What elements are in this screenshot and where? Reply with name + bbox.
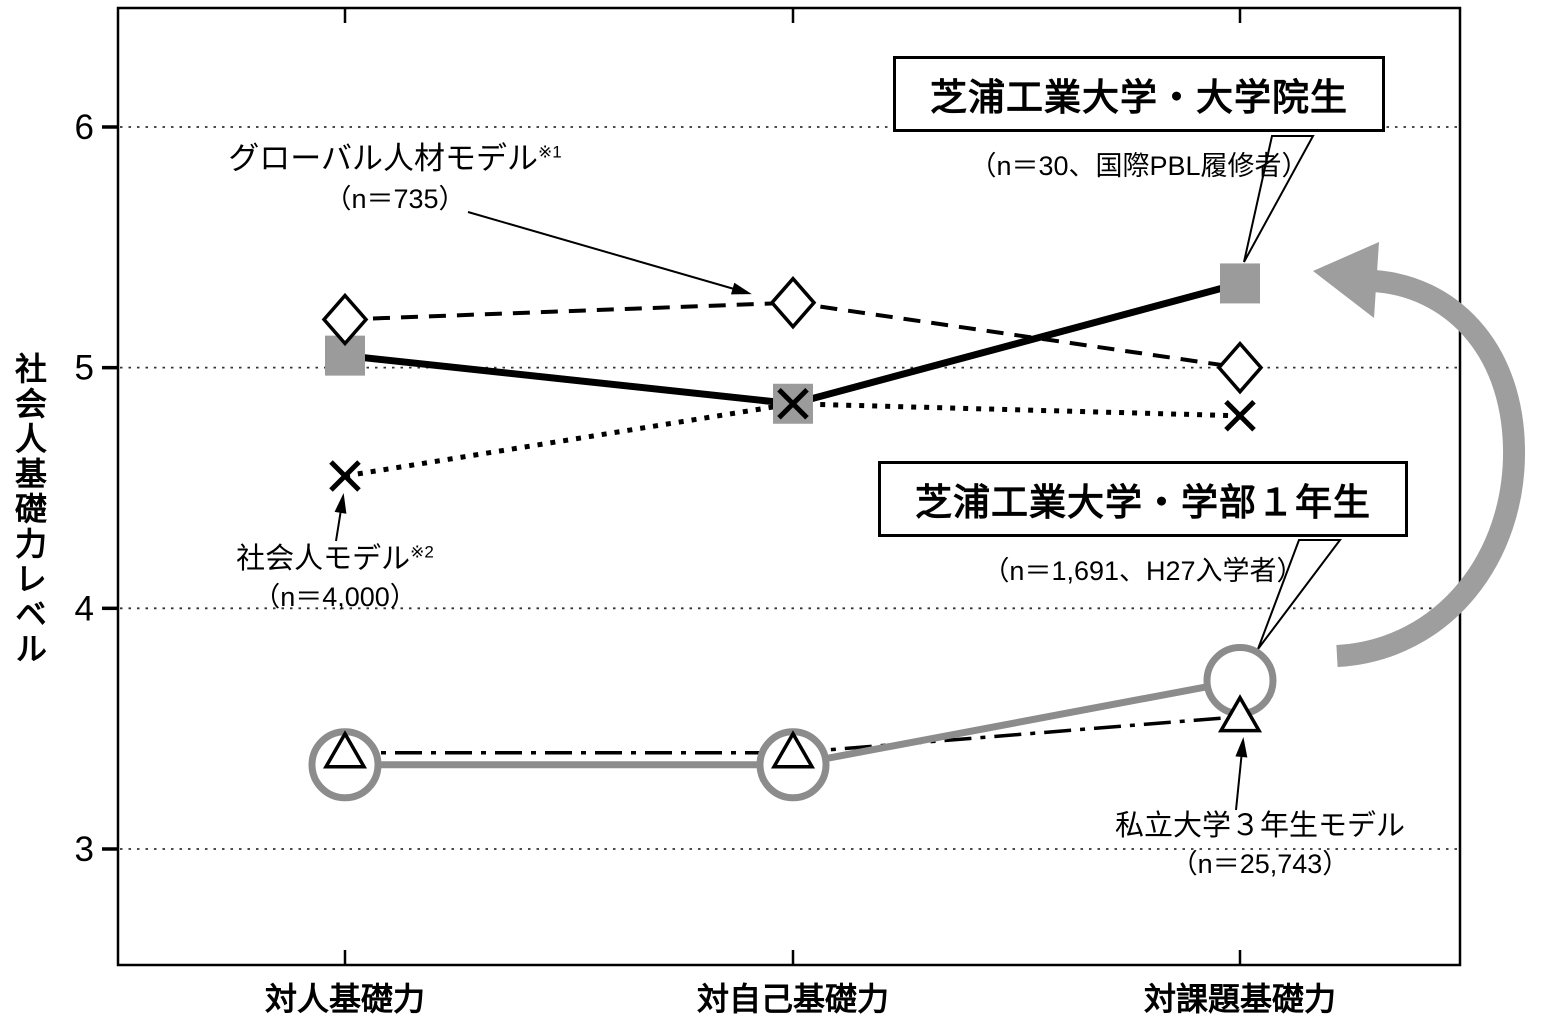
annotation-sample-size: （n＝735） <box>324 183 466 214</box>
marker-diamond <box>1216 341 1264 395</box>
y-tick-label: 6 <box>75 108 94 147</box>
annotation-text: 社会人モデル <box>236 543 411 575</box>
growth-arrowhead <box>1313 242 1379 318</box>
marker-x <box>777 387 809 420</box>
marker-x <box>329 460 361 492</box>
annotation-shakaijin-label: 社会人モデル※2 <box>195 541 475 577</box>
callout-grad-subtitle: （n＝30、国際PBL履修者） <box>969 151 1309 181</box>
plot-border <box>116 6 1462 967</box>
footnote-marker: ※1 <box>538 142 562 162</box>
annotation-arrowhead <box>1235 737 1248 758</box>
annotation-global-model: グローバル人材モデル※1 （n＝735） <box>170 140 620 217</box>
marker-diamond <box>769 276 817 330</box>
annotation-sample-size: （n＝25,743） <box>1170 849 1350 880</box>
y-tick-label: 4 <box>75 589 94 628</box>
y-tick-label: 5 <box>75 349 94 388</box>
x-category-label: 対人基礎力 <box>265 981 425 1017</box>
footnote-marker: ※2 <box>410 542 434 562</box>
annotation-global-model-label: グローバル人材モデル※1 <box>170 140 620 179</box>
annotation-text: グローバル人材モデル <box>228 141 538 176</box>
callout-wedge-first-year <box>1257 539 1343 650</box>
callout-grad-students: 芝浦工業大学・大学院生 （n＝30、国際PBL履修者） <box>893 56 1385 183</box>
annotation-arrow <box>467 211 749 294</box>
y-tick-label: 3 <box>75 830 94 869</box>
y-axis-title: 社会人基礎力レベル <box>11 352 47 667</box>
annotation-arrowhead <box>334 493 347 514</box>
callout-wedge-grad <box>1243 135 1315 263</box>
marker-x <box>1224 400 1256 432</box>
marker-triangle <box>770 730 816 769</box>
annotation-private-univ-model: 私立大学３年生モデル （n＝25,743） <box>1075 808 1445 882</box>
callout-first-year-subtitle: （n＝1,691、H27入学者） <box>982 556 1304 586</box>
marker-diamond <box>321 292 369 347</box>
x-category-label: 対課題基礎力 <box>1144 981 1336 1017</box>
annotation-text: 私立大学３年生モデル <box>1114 810 1405 842</box>
growth-arrow <box>1336 270 1526 667</box>
callout-first-year-students: 芝浦工業大学・学部１年生 （n＝1,691、H27入学者） <box>878 461 1408 588</box>
callout-first-year-title: 芝浦工業大学・学部１年生 <box>878 461 1408 537</box>
annotation-sample-size: （n＝4,000） <box>253 582 417 613</box>
marker-square <box>1220 263 1260 304</box>
annotation-arrowhead <box>730 282 752 295</box>
annotation-shakaijin-model: 社会人モデル※2 （n＝4,000） <box>195 541 475 615</box>
x-category-label: 対自己基礎力 <box>697 981 889 1017</box>
marker-triangle <box>322 730 368 769</box>
callout-grad-title: 芝浦工業大学・大学院生 <box>893 56 1385 132</box>
marker-triangle <box>1217 694 1263 733</box>
